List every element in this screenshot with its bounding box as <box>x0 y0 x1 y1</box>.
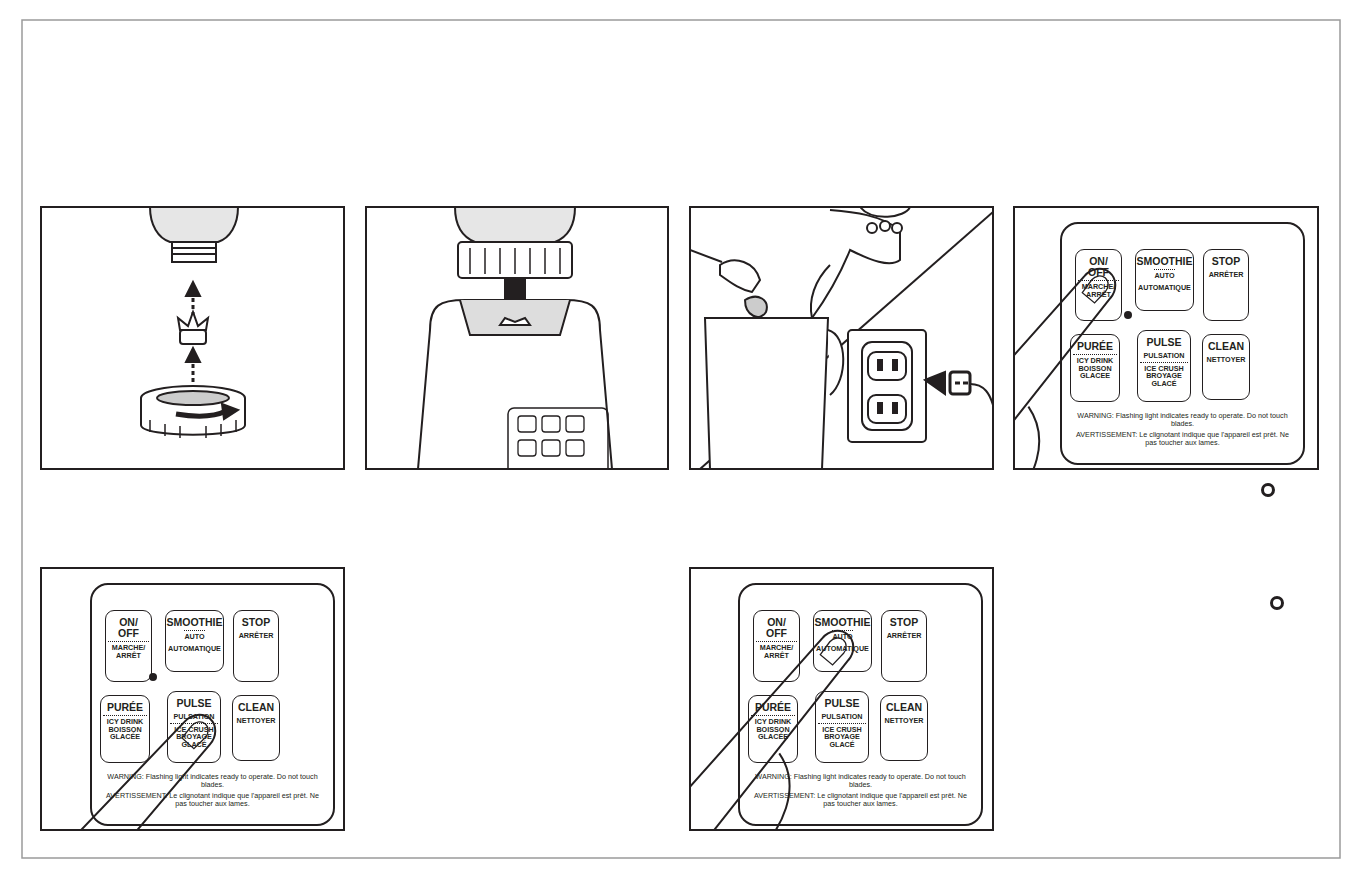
label-text: SMOOTHIE <box>167 617 223 628</box>
label-text: ON/ OFF <box>756 617 797 639</box>
label-text: MARCHE/ ARRÊT <box>756 641 797 659</box>
label-text: MARCHE/ ARRÊT <box>108 641 149 659</box>
label-text: PURÉE <box>1077 341 1113 352</box>
warning-block: WARNING: Flashing light indicates ready … <box>748 773 973 810</box>
control-panel: WARNING: Flashing light indicates ready … <box>738 583 983 826</box>
page-border <box>22 20 1340 858</box>
label-text: AUTO <box>1154 269 1174 280</box>
label-text: PURÉE <box>755 702 791 713</box>
label-text: PULSATION <box>822 711 863 721</box>
indicator-icon <box>1272 598 1283 609</box>
control-button: PURÉE ICY DRINK BOISSON GLACEE <box>1070 334 1120 402</box>
control-button: PURÉE ICY DRINK BOISSON GLACÉE <box>748 695 798 763</box>
label-text: ICE CRUSH BROYAGE GLACÉ <box>818 723 866 749</box>
label-text: ON/ OFF <box>1078 256 1119 278</box>
label-text: PULSE <box>824 698 859 709</box>
warning-block: WARNING: Flashing light indicates ready … <box>100 773 325 810</box>
control-panel-figure <box>690 583 983 830</box>
control-button: CLEAN NETTOYER <box>880 695 928 761</box>
label-text: WARNING: Flashing light indicates ready … <box>1070 412 1295 429</box>
step-frame <box>41 207 1318 830</box>
label-text: AVERTISSEMENT: Le clignotant indique que… <box>100 792 325 809</box>
control-button: SMOOTHIE AUTO AUTOMATIQUE <box>165 610 224 672</box>
label-text: STOP <box>890 617 918 628</box>
label-text: SMOOTHIE <box>815 617 871 628</box>
label-text: ARRÊTER <box>1209 269 1244 279</box>
label-text: STOP <box>1212 256 1240 267</box>
fill-and-plug-figure <box>690 207 993 469</box>
label-text: AUTO <box>832 630 852 641</box>
label-text: PULSE <box>1146 337 1181 348</box>
label-text: ON/ OFF <box>108 617 149 639</box>
label-text: WARNING: Flashing light indicates ready … <box>748 773 973 790</box>
label-text: NETTOYER <box>236 715 275 725</box>
control-button: ON/ OFF MARCHE/ ARRÊT <box>105 610 152 682</box>
control-panel: WARNING: Flashing light indicates ready … <box>1060 222 1305 465</box>
label-text: AVERTISSEMENT: Le clignotant indique que… <box>748 792 973 809</box>
label-text: MARCHE/ ARRÊT <box>1078 280 1119 298</box>
label-text: ICY DRINK BOISSON GLACÉE <box>103 715 147 741</box>
label-text: NETTOYER <box>1206 354 1245 364</box>
label-text: CLEAN <box>886 702 922 713</box>
label-text: CLEAN <box>238 702 274 713</box>
label-text: ICE CRUSH BROYAGE GLACÉ <box>170 723 218 749</box>
label-text: ARRÊTER <box>887 630 922 640</box>
warning-block: WARNING: Flashing light indicates ready … <box>1070 412 1295 449</box>
control-button: PURÉE ICY DRINK BOISSON GLACÉE <box>100 695 150 763</box>
control-button: STOP ARRÊTER <box>881 610 927 682</box>
control-button: ON/ OFF MARCHE/ ARRÊT <box>1075 249 1122 321</box>
control-button: CLEAN NETTOYER <box>1202 334 1250 400</box>
label-text: ICY DRINK BOISSON GLACÉE <box>751 715 795 741</box>
label-text: ICY DRINK BOISSON GLACEE <box>1073 354 1117 380</box>
indicator-icon <box>1263 485 1274 496</box>
label-text: NETTOYER <box>884 715 923 725</box>
label-text: PULSATION <box>1144 350 1185 360</box>
control-button: SMOOTHIE AUTO AUTOMATIQUE <box>813 610 872 672</box>
control-panel: WARNING: Flashing light indicates ready … <box>90 583 335 826</box>
control-button: STOP ARRÊTER <box>1203 249 1249 321</box>
label-text: PURÉE <box>107 702 143 713</box>
label-text: CLEAN <box>1208 341 1244 352</box>
control-button: SMOOTHIE AUTO AUTOMATIQUE <box>1135 249 1194 311</box>
label-text: AVERTISSEMENT: Le clignotant indique que… <box>1070 431 1295 448</box>
label-text: WARNING: Flashing light indicates ready … <box>100 773 325 790</box>
control-panel-figure <box>41 583 335 830</box>
jar-base-figure <box>418 207 612 469</box>
label-text: SMOOTHIE <box>1137 256 1193 267</box>
label-text: PULSE <box>176 698 211 709</box>
label-text: ARRÊTER <box>239 630 274 640</box>
control-button: CLEAN NETTOYER <box>232 695 280 761</box>
control-panel-figure <box>1014 222 1305 469</box>
blade-assembly-figure <box>141 207 245 438</box>
label-text: AUTOMATIQUE <box>816 643 869 653</box>
control-button: ON/ OFF MARCHE/ ARRÊT <box>753 610 800 682</box>
control-button: PULSE PULSATION ICE CRUSH BROYAGE GLACÉ <box>1137 330 1191 402</box>
label-text: AUTO <box>184 630 204 641</box>
label-text: AUTOMATIQUE <box>1138 282 1191 292</box>
label-text: STOP <box>242 617 270 628</box>
control-button: PULSE PULSATION ICE CRUSH BROYAGE GLACÉ <box>815 691 869 763</box>
label-text: ICE CRUSH BROYAGE GLACÉ <box>1140 362 1188 388</box>
control-button: PULSE PULSATION ICE CRUSH BROYAGE GLACÉ <box>167 691 221 763</box>
label-text: AUTOMATIQUE <box>168 643 221 653</box>
label-text: PULSATION <box>174 711 215 721</box>
control-button: STOP ARRÊTER <box>233 610 279 682</box>
